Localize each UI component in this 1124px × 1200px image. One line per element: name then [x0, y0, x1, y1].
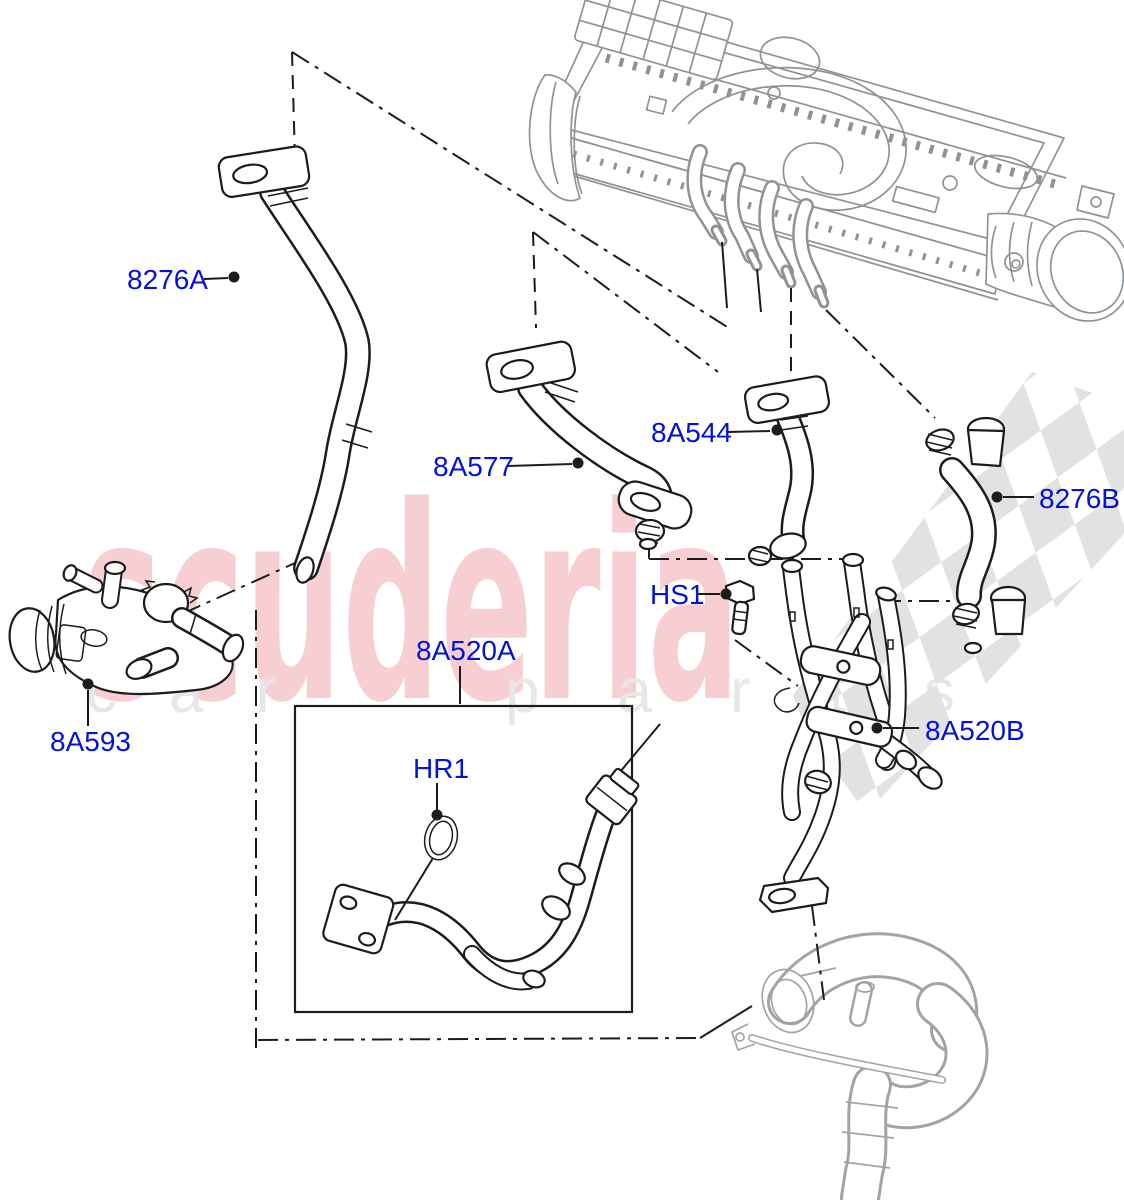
label-8276b[interactable]: 8276B: [1039, 483, 1120, 514]
part-8276a-hose: [217, 145, 373, 584]
water-outlet-illustration: [731, 932, 989, 1200]
callouts: 8276A 8A577 8A544 8276B HS1 8A593 8A520A…: [50, 264, 1120, 821]
label-8a520a[interactable]: 8A520A: [416, 635, 516, 666]
part-8a577-hose: [485, 340, 693, 551]
part-8276b-hose: [925, 416, 1027, 655]
label-8a544[interactable]: 8A544: [651, 417, 732, 448]
leader-8276a-to-cooler: [291, 51, 733, 331]
label-8a520b[interactable]: 8A520B: [925, 715, 1025, 746]
part-8a520b-pipes: [758, 552, 943, 914]
leader-8a577-vertical: [532, 231, 537, 329]
label-8a577[interactable]: 8A577: [433, 451, 514, 482]
connector-block: [574, 0, 734, 81]
cooler-pipe-stubs: [686, 144, 830, 309]
boundary-horizontal: [257, 1037, 701, 1041]
part-8a544-hose: [743, 375, 830, 567]
part-8a520a-pipe: [322, 767, 640, 991]
part-8a593-housing: [8, 560, 245, 696]
leader-8a593-to-hose: [181, 562, 296, 615]
intake-horn: [985, 185, 1124, 322]
leader-8276a-vertical: [291, 51, 296, 161]
leader-8a577-to-cooler: [532, 231, 719, 373]
label-hr1[interactable]: HR1: [413, 753, 469, 784]
label-8a593[interactable]: 8A593: [50, 726, 131, 757]
hr1-oring: [423, 815, 459, 861]
label-hs1[interactable]: HS1: [650, 579, 704, 610]
intercooler-illustration: [528, 0, 1124, 322]
label-8276a[interactable]: 8276A: [127, 264, 208, 295]
kit-box-8a520a: [293, 704, 640, 1014]
